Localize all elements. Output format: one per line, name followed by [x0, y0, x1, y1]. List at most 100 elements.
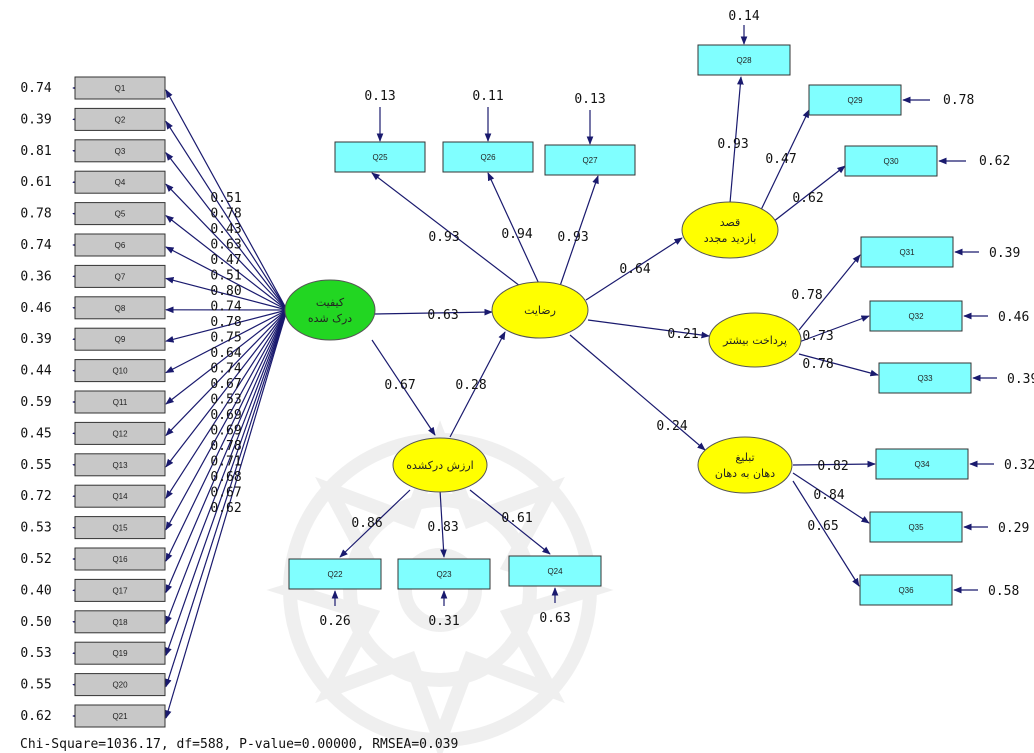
- loading-q19: 0.68: [210, 470, 241, 485]
- indicator-q19-label: Q19: [112, 649, 128, 658]
- loading-q35: 0.84: [813, 488, 844, 503]
- loading-arrow-q29: [759, 109, 810, 213]
- error-q3: 0.81: [20, 144, 51, 159]
- loading-q31: 0.78: [791, 288, 822, 303]
- indicator-q31-box: [860, 236, 954, 268]
- error-q15: 0.53: [20, 521, 51, 536]
- indicator-q18-box: [74, 610, 166, 634]
- loading-q16: 0.69: [210, 424, 241, 439]
- loading-arrow-q1: [165, 89, 288, 311]
- indicator-q35-label: Q35: [908, 523, 924, 532]
- indicator-q25-box: [334, 141, 426, 173]
- loading-q34: 0.82: [817, 459, 848, 474]
- error-q19: 0.53: [20, 646, 51, 661]
- indicator-q24-box: [508, 555, 602, 587]
- indicator-q3-label: Q3: [115, 147, 126, 156]
- loading-q13: 0.67: [210, 377, 241, 392]
- loading-arrow-q22: [339, 489, 411, 558]
- indicator-q32-box: [869, 300, 963, 332]
- loading-arrow-q28: [729, 76, 744, 204]
- loading-arrow-q16: [165, 309, 288, 562]
- nodes-layer: Q1Q2Q3Q4Q5Q6Q7Q8Q9Q10Q11Q12Q13Q14Q15Q16Q…: [74, 44, 972, 728]
- error-q16: 0.52: [20, 552, 51, 567]
- indicator-q13-label: Q13: [112, 461, 128, 470]
- error-q30: 0.62: [979, 154, 1010, 169]
- loading-q26: 0.94: [501, 227, 532, 242]
- latent-revisit-intention-label-1: قصد: [720, 216, 741, 229]
- error-q1: 0.74: [20, 81, 51, 96]
- loading-q7: 0.80: [210, 284, 241, 299]
- loading-arrow-q3: [165, 152, 288, 311]
- path-satisfaction-paymore: [587, 319, 710, 339]
- coef-satisfaction-revisit: 0.64: [619, 262, 650, 277]
- indicator-q14-label: Q14: [112, 492, 128, 501]
- loading-arrow-q35: [792, 472, 870, 524]
- loading-q4: 0.63: [210, 238, 241, 253]
- loading-arrow-q33: [798, 353, 879, 377]
- loading-q22: 0.86: [351, 516, 382, 531]
- error-q23: 0.31: [428, 614, 459, 629]
- indicator-q1-box: [74, 76, 166, 100]
- indicator-q36-box: [859, 574, 953, 606]
- latent-perceived-quality-label-2: درک شده: [308, 312, 352, 325]
- error-q24: 0.63: [539, 611, 570, 626]
- loading-q21: 0.62: [210, 501, 241, 516]
- indicator-q25-label: Q25: [372, 153, 388, 162]
- error-q36: 0.58: [988, 584, 1019, 599]
- error-q10: 0.44: [20, 364, 51, 379]
- latent-word-of-mouth-label-2: دهان به دهان: [715, 467, 775, 480]
- indicator-q31-label: Q31: [899, 248, 915, 257]
- path-quality-satisfaction: [374, 308, 493, 316]
- indicator-q26-label: Q26: [480, 153, 496, 162]
- indicator-q16-box: [74, 547, 166, 571]
- loading-arrow-q12: [165, 309, 288, 437]
- coefficient-labels-layer: 0.740.510.390.780.810.430.610.630.780.47…: [20, 9, 1034, 724]
- latent-satisfaction: [491, 281, 589, 339]
- coef-quality-satisfaction: 0.63: [427, 308, 458, 323]
- indicator-q16-label: Q16: [112, 555, 128, 564]
- indicator-q21-label: Q21: [112, 712, 128, 721]
- loading-arrow-q15: [165, 309, 288, 531]
- latent-perceived-quality-label-1: کیفیت: [316, 296, 345, 309]
- loading-arrow-q9: [165, 309, 288, 343]
- indicator-q33-label: Q33: [917, 374, 933, 383]
- indicator-q10-label: Q10: [112, 367, 128, 376]
- error-q4: 0.61: [20, 175, 51, 190]
- indicator-q22-label: Q22: [327, 570, 343, 579]
- loading-q9: 0.78: [210, 315, 241, 330]
- error-q7: 0.36: [20, 269, 51, 284]
- loading-q33: 0.78: [802, 357, 833, 372]
- loading-q29: 0.47: [765, 152, 796, 167]
- loading-q36: 0.65: [807, 519, 838, 534]
- loading-q12: 0.74: [210, 362, 241, 377]
- indicator-q23-label: Q23: [436, 570, 452, 579]
- loading-arrow-q17: [165, 309, 288, 594]
- error-q32: 0.46: [998, 310, 1029, 325]
- indicator-q11-label: Q11: [113, 398, 128, 407]
- indicator-q20-box: [74, 673, 166, 697]
- loading-q27: 0.93: [557, 230, 588, 245]
- error-q26: 0.11: [472, 89, 503, 104]
- error-q22: 0.26: [319, 614, 350, 629]
- indicator-q36-label: Q36: [898, 586, 914, 595]
- loading-q10: 0.75: [210, 331, 241, 346]
- indicator-q34-box: [875, 448, 969, 480]
- error-q27: 0.13: [574, 92, 605, 107]
- latent-word-of-mouth-label-1: تبلیغ: [735, 451, 754, 464]
- indicator-q3-box: [74, 139, 166, 163]
- indicator-q12-box: [74, 421, 166, 445]
- indicator-q28-label: Q28: [736, 56, 752, 65]
- latent-pay-more-label-1: پرداخت بیشتر: [722, 334, 787, 347]
- indicator-q15-label: Q15: [112, 524, 128, 533]
- indicator-q12-label: Q12: [112, 429, 128, 438]
- indicator-q18-label: Q18: [112, 618, 128, 627]
- indicator-q14-box: [74, 484, 166, 508]
- loading-q5: 0.47: [210, 253, 241, 268]
- indicator-q17-box: [74, 578, 166, 602]
- loading-arrow-q19: [165, 309, 288, 656]
- loading-q6: 0.51: [210, 269, 241, 284]
- path-value-satisfaction: [449, 331, 506, 438]
- error-q34: 0.32: [1004, 458, 1034, 473]
